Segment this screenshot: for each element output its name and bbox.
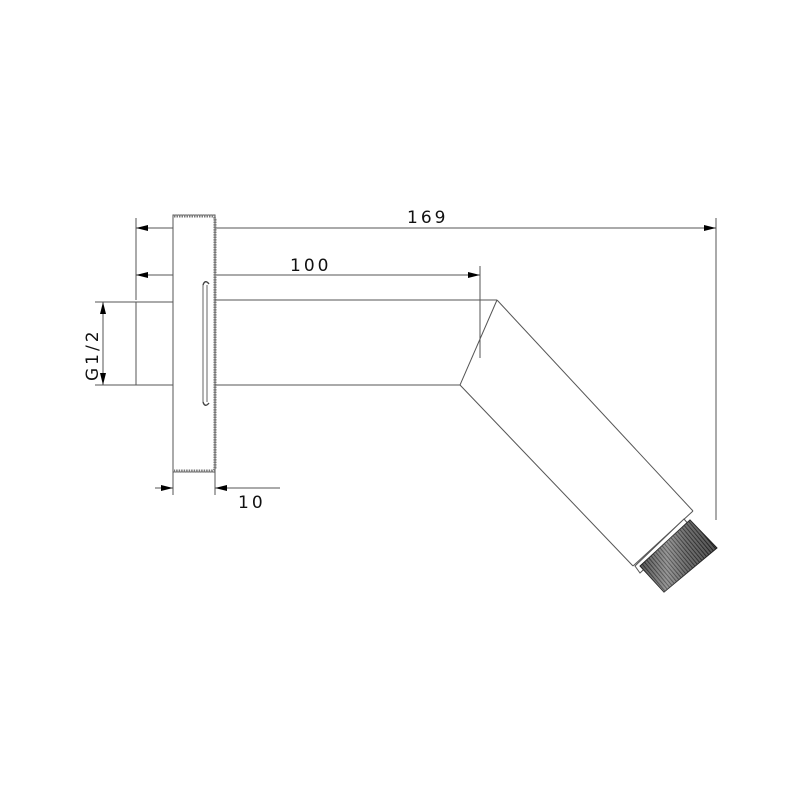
dimension-label-169: 169 — [407, 208, 448, 228]
dimension-overall-169: 169 — [135, 208, 717, 520]
dimension-label-100: 100 — [290, 256, 331, 276]
inlet-thread-stub — [135, 301, 174, 386]
dimension-label-10: 10 — [238, 493, 266, 513]
outlet-thread — [634, 518, 718, 593]
dimension-flange-10: 10 — [155, 472, 280, 513]
flange-hatched-edge — [174, 214, 217, 473]
dimension-inlet-thread: G1/2 — [83, 301, 136, 386]
angled-pipe-section — [459, 299, 694, 567]
flange-body — [172, 214, 216, 473]
wall-flange — [172, 214, 217, 473]
dimension-label-g12: G1/2 — [83, 328, 103, 381]
straight-pipe-section — [215, 299, 497, 386]
